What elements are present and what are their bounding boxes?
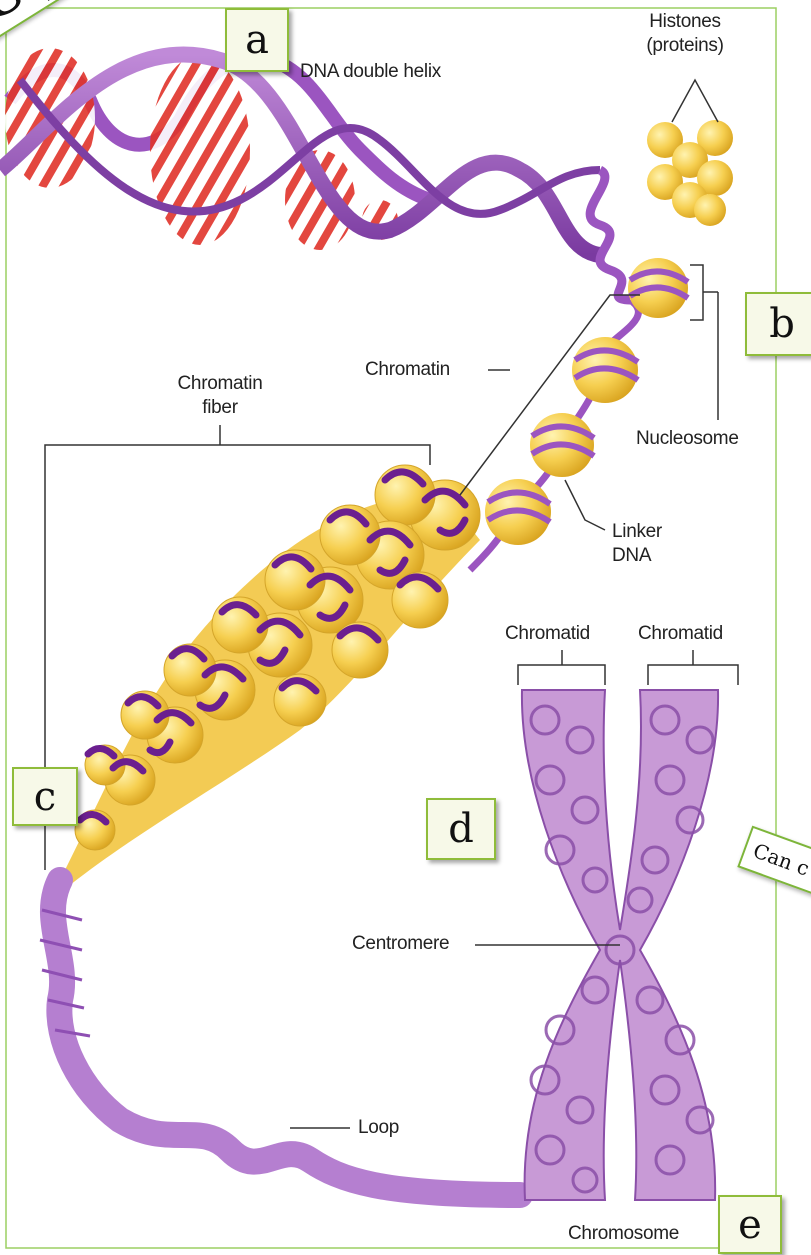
answer-box-c: c bbox=[12, 767, 78, 826]
label-chromosome: Chromosome bbox=[568, 1222, 679, 1246]
label-centromere: Centromere bbox=[352, 932, 449, 956]
histone-cluster bbox=[647, 80, 733, 226]
answer-box-a: a bbox=[225, 8, 289, 72]
answer-box-e: e bbox=[718, 1195, 782, 1254]
answer-box-d: d bbox=[426, 798, 496, 860]
label-loop: Loop bbox=[358, 1116, 399, 1140]
answer-box-b: b bbox=[745, 292, 811, 356]
label-linker-dna: Linker DNA bbox=[612, 520, 678, 568]
label-dna-double-helix: DNA double helix bbox=[300, 60, 441, 84]
label-chromatid-right: Chromatid bbox=[638, 622, 723, 646]
chromatin-fiber bbox=[65, 465, 480, 885]
label-histones: Histones (proteins) bbox=[630, 10, 740, 58]
coiled-loop bbox=[40, 880, 520, 1195]
label-chromatin: Chromatin bbox=[365, 358, 450, 382]
dna-strand-coil bbox=[590, 170, 630, 300]
label-chromatin-fiber: Chromatin fiber bbox=[160, 372, 280, 420]
label-nucleosome: Nucleosome bbox=[636, 427, 739, 451]
label-chromatid-left: Chromatid bbox=[505, 622, 590, 646]
